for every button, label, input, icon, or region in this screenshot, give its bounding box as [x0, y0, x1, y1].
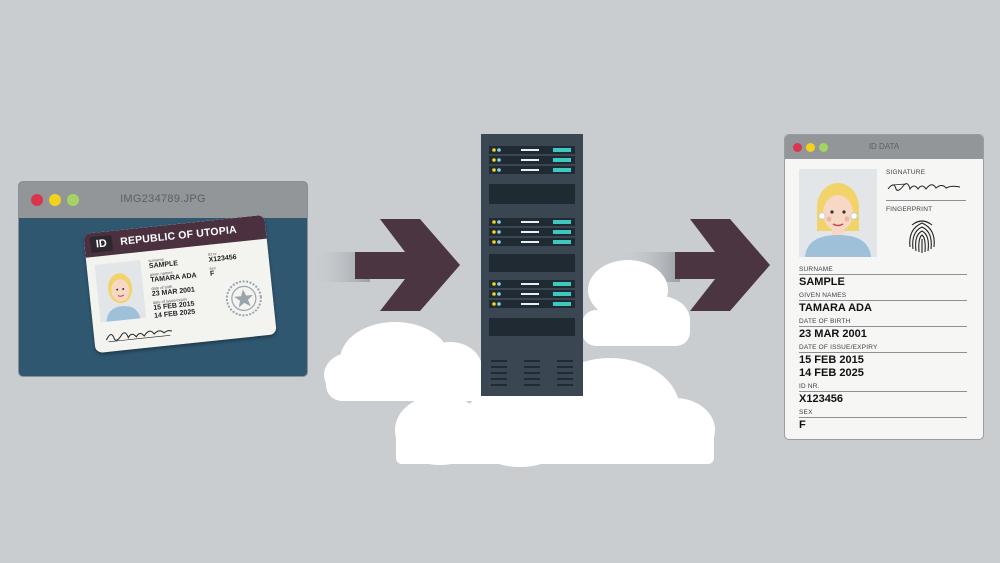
window-title: ID DATA	[868, 142, 900, 151]
issue-date-value: 15 FEB 2015	[799, 354, 864, 366]
source-image-window: IMG234789.JPG ID REPUBLIC OF UTOPIA surn…	[18, 181, 308, 377]
card-badge: ID	[89, 234, 114, 254]
card-sex: F	[209, 270, 215, 278]
server-rack-icon	[481, 134, 583, 396]
sex-label: SEX	[799, 409, 813, 416]
maximize-dot-icon[interactable]	[67, 194, 79, 206]
sex-value: F	[799, 419, 806, 431]
date-of-birth-value: 23 MAR 2001	[799, 328, 867, 340]
minimize-dot-icon[interactable]	[49, 194, 61, 206]
issue-expiry-label: DATE OF ISSUE/EXPIRY	[799, 344, 878, 351]
card-portrait-icon	[94, 260, 147, 323]
signature-label: SIGNATURE	[886, 169, 926, 176]
card-surname: SAMPLE	[148, 260, 179, 271]
flow-arrow-left	[310, 219, 460, 311]
window-titlebar: ID DATA	[785, 135, 983, 159]
fingerprint-icon	[909, 220, 935, 253]
id-card: ID REPUBLIC OF UTOPIA surname SAMPLE giv…	[83, 214, 277, 354]
fingerprint-label: FINGERPRINT	[886, 206, 933, 213]
card-id: X123456	[208, 253, 237, 264]
surname-label: SURNAME	[799, 266, 833, 273]
date-of-birth-label: DATE OF BIRTH	[799, 318, 851, 325]
maximize-dot-icon[interactable]	[819, 143, 828, 152]
seal-icon	[225, 280, 262, 317]
id-number-label: ID NR.	[799, 383, 820, 390]
signature-icon	[887, 183, 961, 191]
window-titlebar: IMG234789.JPG	[19, 182, 307, 218]
id-data-window: ID DATA SIGNATURE FINGERPRINT SURNAME SA…	[784, 134, 984, 440]
close-dot-icon[interactable]	[793, 143, 802, 152]
portrait-icon	[799, 169, 877, 257]
minimize-dot-icon[interactable]	[806, 143, 815, 152]
expiry-date-value: 14 FEB 2025	[799, 367, 864, 379]
window-title: IMG234789.JPG	[120, 193, 206, 205]
id-number-value: X123456	[799, 393, 844, 405]
card-signature-icon	[105, 330, 173, 343]
surname-value: SAMPLE	[799, 276, 845, 288]
given-names-value: TAMARA ADA	[799, 302, 872, 314]
close-dot-icon[interactable]	[31, 194, 43, 206]
given-names-label: GIVEN NAMES	[799, 292, 847, 299]
